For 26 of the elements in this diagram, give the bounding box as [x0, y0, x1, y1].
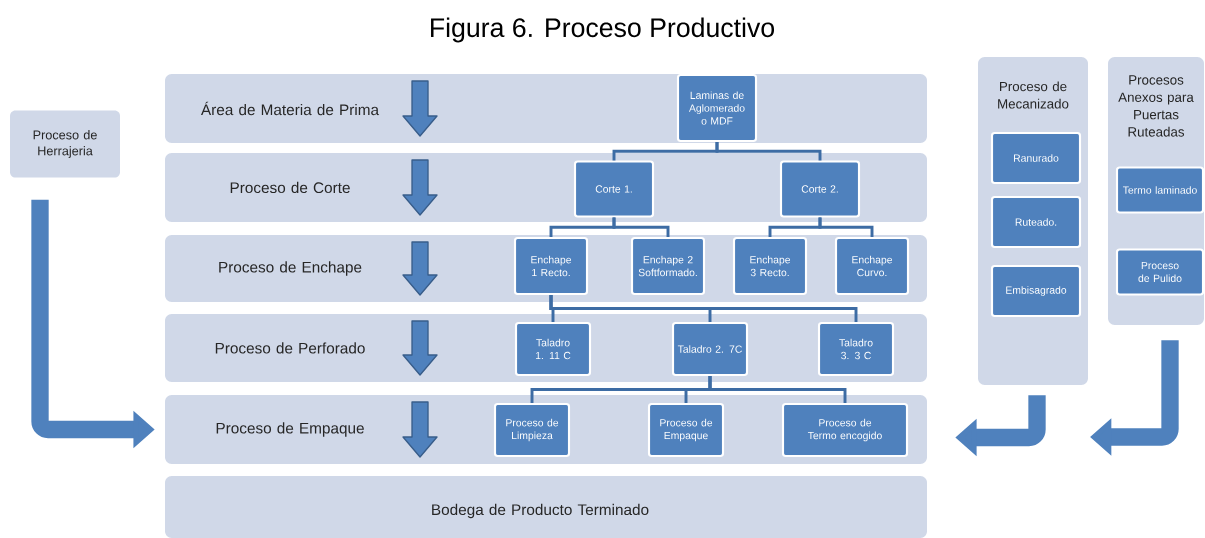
- connector-line: [715, 142, 822, 161]
- process-box: Enchape 3 Recto.: [732, 236, 808, 296]
- process-box: Enchape 2 Softformado.: [630, 236, 706, 296]
- title: Figura 6. Proceso Productivo: [431, 17, 774, 43]
- process-box: Taladro 1. 11 C: [514, 321, 592, 377]
- connector-line: [818, 217, 874, 237]
- process-box: Corte 1.: [573, 160, 655, 218]
- process-band: Bodega de Producto Terminado: [165, 476, 927, 538]
- process-box: Proceso de Herrajeria: [10, 110, 120, 178]
- process-box: Ranurado: [990, 131, 1082, 185]
- process-box: Corte 2.: [779, 160, 861, 218]
- process-box: Proceso de Empaque: [647, 402, 725, 458]
- process-box: Laminas de Aglomerado o MDF: [676, 73, 758, 143]
- process-box: Ruteado.: [990, 195, 1082, 249]
- connector-line: [549, 295, 858, 322]
- process-box: Proceso de Limpieza: [493, 402, 571, 458]
- connector-line: [612, 217, 670, 237]
- process-box: Taladro 2. 7C: [671, 321, 749, 377]
- process-box: Proceso de Termo encogido: [781, 402, 909, 458]
- process-box: Enchape Curvo.: [834, 236, 910, 296]
- process-box: Proceso de Pulido: [1115, 248, 1205, 296]
- process-box: Termo laminado: [1115, 166, 1205, 214]
- process-box: Enchape 1 Recto.: [513, 236, 589, 296]
- connector-line: [708, 376, 847, 403]
- process-box: Taladro 3. 3 C: [817, 321, 895, 377]
- process-box: Embisagrado: [990, 264, 1082, 318]
